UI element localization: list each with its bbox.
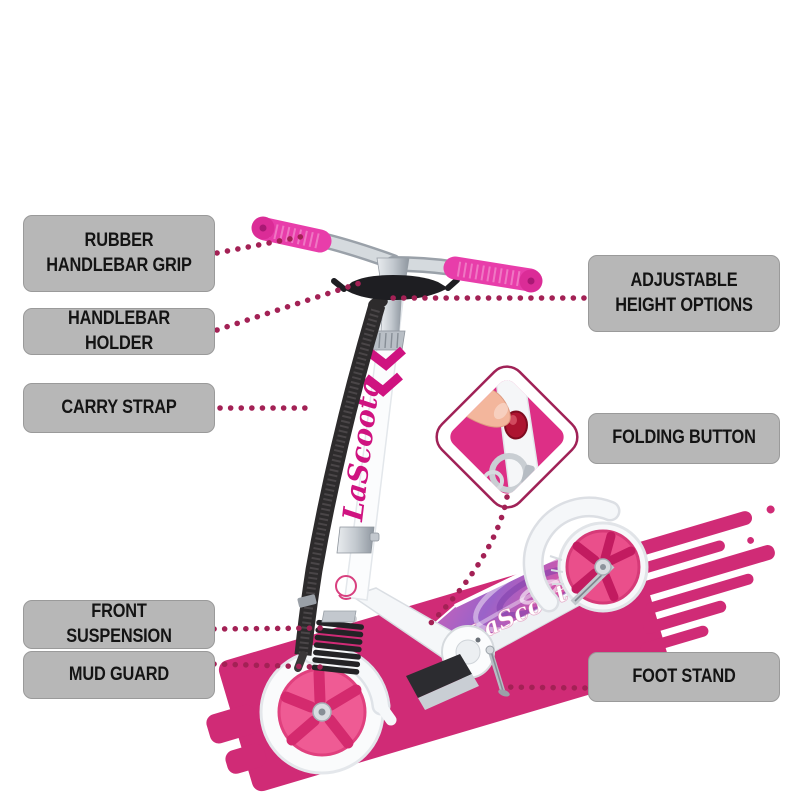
callout-label: RUBBER HANDLEBAR GRIP: [46, 229, 192, 276]
connector-rubber-handlebar-grip: [214, 233, 308, 256]
stem-chevrons: [363, 346, 406, 397]
callout-carry-strap: CARRY STRAP: [23, 383, 215, 433]
callout-handlebar-holder: HANDLEBAR HOLDER: [23, 308, 215, 355]
rear-fender: [522, 496, 621, 613]
connector-folding-button: [422, 494, 510, 632]
callout-label: FRONT SUSPENSION: [66, 600, 172, 647]
foot-stand-kickstand: [485, 645, 510, 697]
connector-foot-stand: [502, 684, 588, 691]
callout-label: FOLDING BUTTON: [612, 427, 756, 449]
callout-label: FOOT STAND: [632, 665, 736, 687]
callout-mud-guard: MUD GUARD: [23, 651, 215, 699]
handlebar: [251, 216, 543, 300]
handlebar-grip-right: [443, 256, 543, 293]
dotted-connectors: [211, 233, 588, 691]
callout-label: CARRY STRAP: [61, 396, 177, 418]
connector-front-suspension: [211, 625, 325, 632]
handlebar-clamp: [344, 275, 448, 300]
callout-folding-button: FOLDING BUTTON: [588, 413, 780, 464]
callout-adjustable-height-options: ADJUSTABLE HEIGHT OPTIONS: [588, 255, 780, 332]
rear-wheel: [557, 521, 649, 613]
callout-rubber-handlebar-grip: RUBBER HANDLEBAR GRIP: [23, 215, 215, 292]
connector-mud-guard: [211, 661, 323, 670]
folding-mechanism: [350, 587, 495, 710]
callout-foot-stand: FOOT STAND: [588, 652, 780, 702]
carry-strap: [294, 296, 388, 672]
stem-emblem: [335, 575, 357, 600]
callout-label: ADJUSTABLE HEIGHT OPTIONS: [615, 269, 753, 316]
callout-label: MUD GUARD: [68, 663, 170, 685]
handlebar-grip-left: [251, 216, 332, 253]
callout-front-suspension: FRONT SUSPENSION: [23, 600, 215, 649]
callout-label: HANDLEBAR HOLDER: [68, 307, 175, 354]
